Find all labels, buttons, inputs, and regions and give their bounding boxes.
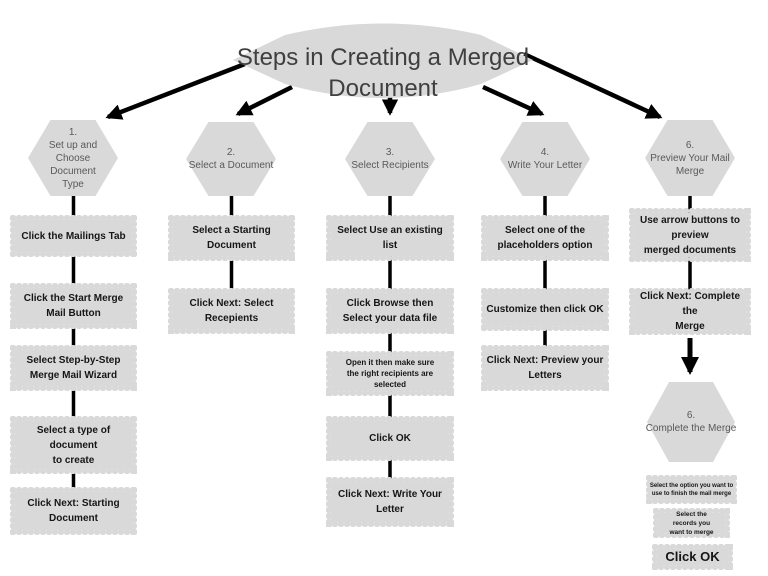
arrow-title-to-step4 [482,84,545,117]
flow-box-1-1: Click the Mailings Tab [10,215,137,257]
flow-box-6-3: Click OK [652,544,733,570]
flow-box-label: Select Use an existing list [337,225,443,251]
flow-box-2-2: Click Next: Select Recepients [168,288,295,334]
flow-box-label: Click the Mailings Tab [21,230,126,242]
flow-box-4-1: Select one of the placeholders option [481,215,609,261]
flow-box-1-2: Click the Start Merge Mail Button [10,283,137,329]
flow-box-3-1: Select Use an existing list [326,215,454,261]
flow-box-3-4: Click OK [326,416,454,461]
flow-box-label: Select one of the placeholders option [497,225,593,251]
flow-box-label: Open it then make sure the right recipie… [345,358,435,389]
hexagon-shape [645,120,735,196]
flow-box-4-3: Click Next: Preview your Letters [481,345,609,391]
page-title: Steps in Creating a Merged Document [236,44,530,102]
arrow-title-to-step2 [235,84,294,117]
flow-box-3-3: Open it then make sure the right recipie… [326,351,454,396]
flow-box-6-1: Select the option you want to use to fin… [646,475,737,504]
flow-box-4-2: Customize then click OK [481,288,609,331]
flow-box-label: Customize then click OK [486,304,604,315]
hexagon-shape [647,382,735,462]
step-hexagon-3-label: 3. Select Recipients [351,147,429,171]
flow-box-6-2: Select the records you want to merge [653,508,730,538]
flow-box-label: Select the records you want to merge [669,510,714,536]
title-banner-shape [233,23,533,98]
step-hexagon-4-label: 4. Write Your Letter [507,147,583,171]
flow-box-1-5: Click Next: Starting Document [10,487,137,535]
flow-box-label: Click OK [369,433,411,444]
flow-box-3-5: Click Next: Write Your Letter [326,477,454,527]
flow-box-label: Select a type of document to create [36,424,111,466]
flow-box-1-4: Select a type of document to create [10,416,137,474]
flow-box-label: Click Next: Complete the Merge [639,291,741,332]
step-hexagon-1-label: 1. Set up and Choose Document Type [48,126,98,190]
flow-box-2-1: Select a Starting Document [168,215,295,261]
flow-box-label: Click OK [665,549,720,564]
step-hexagon-4: 4. Write Your Letter [500,122,590,196]
step-hexagon-3: 3. Select Recipients [345,122,435,196]
flow-box-label: Click Browse then Select your data file [342,298,438,324]
flow-box-label: Select Step-by-Step Merge Mail Wizard [26,355,121,381]
hexagon-shape [28,120,118,196]
flow-box-label: Click the Start Merge Mail Button [23,293,124,319]
flow-box-5-2: Click Next: Complete the Merge [629,288,751,335]
title-banner: Steps in Creating a Merged Document [233,20,533,108]
flow-box-label: Click Next: Select Recepients [189,298,274,324]
step-hexagon-5-label: 6. Preview Your Mail Merge [650,139,730,177]
flow-box-label: Select a Starting Document [192,225,271,251]
arrow-title-to-step6 [523,51,663,120]
flow-box-label: Click Next: Preview your Letters [486,355,604,381]
flow-box-label: Click Next: Write Your Letter [338,489,442,515]
step-hexagon-2: 2. Select a Document [186,122,276,196]
arrow-title-to-step1 [105,54,264,120]
step-hexagon-6-complete: 6. Complete the Merge [646,382,736,462]
step-hexagon-6-label: 6. Complete the Merge [645,410,737,434]
flow-box-label: Click Next: Starting Document [27,498,120,524]
flow-box-1-3: Select Step-by-Step Merge Mail Wizard [10,345,137,391]
step-hexagon-1: 1. Set up and Choose Document Type [28,120,118,196]
flow-box-3-2: Click Browse then Select your data file [326,288,454,334]
flow-box-label: Select the option you want to use to fin… [649,482,734,497]
flow-box-label: Use arrow buttons to preview merged docu… [639,214,740,256]
step-hexagon-5: 6. Preview Your Mail Merge [645,120,735,196]
step-hexagon-2-label: 2. Select a Document [188,147,274,171]
flow-box-5-1: Use arrow buttons to preview merged docu… [629,208,751,262]
